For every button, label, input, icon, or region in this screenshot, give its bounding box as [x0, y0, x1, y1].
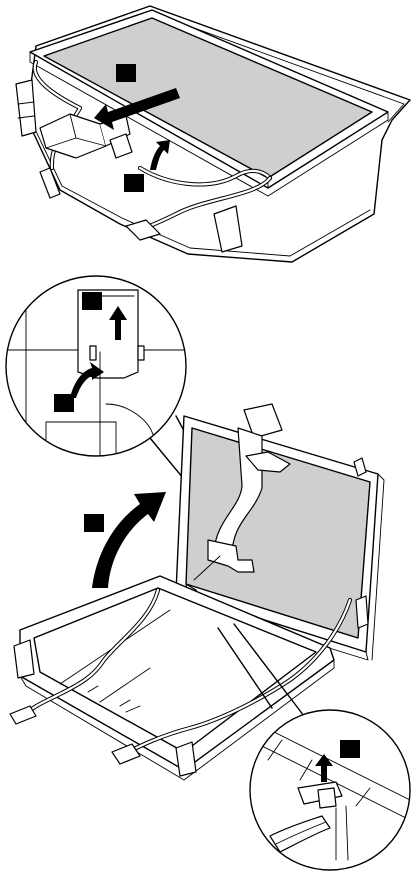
badge-step-detail-lift: [340, 740, 360, 758]
right-hinge-bottom: [176, 742, 196, 776]
badge-step-zoom-lift: [82, 292, 102, 310]
badge-step-top-lift: [124, 174, 144, 192]
left-antenna-connector-bottom: [10, 706, 36, 724]
left-hinge-top: [16, 80, 36, 136]
badge-step-zoom-arrow: [54, 394, 74, 412]
rotate-panel-arrow: [92, 492, 166, 588]
badge-step-rotate: [84, 514, 104, 532]
bottom-detail-circle: [240, 700, 412, 875]
badge-step-top-arrow: [116, 64, 136, 82]
left-hinge-bottom: [14, 640, 34, 678]
top-drawing: [16, 6, 410, 262]
